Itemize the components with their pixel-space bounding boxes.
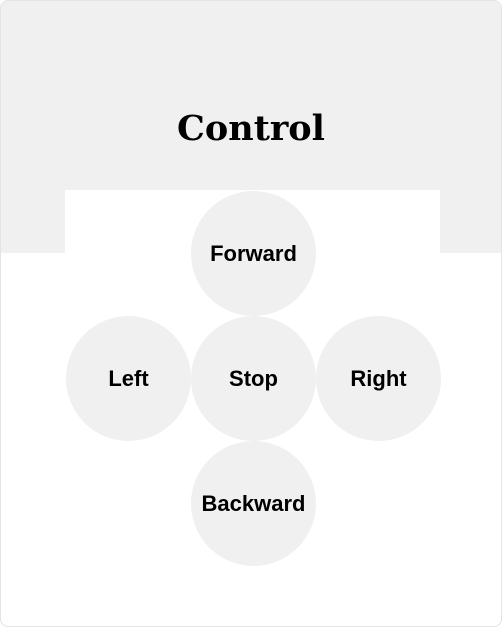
header-bar <box>1 1 501 190</box>
page-title: Control <box>177 108 325 149</box>
backward-button[interactable]: Backward <box>191 441 316 566</box>
forward-button[interactable]: Forward <box>191 191 316 316</box>
left-button[interactable]: Left <box>66 316 191 441</box>
header-side-right <box>440 190 501 253</box>
header-side-left <box>1 190 65 253</box>
right-button[interactable]: Right <box>316 316 441 441</box>
stop-button[interactable]: Stop <box>191 316 316 441</box>
